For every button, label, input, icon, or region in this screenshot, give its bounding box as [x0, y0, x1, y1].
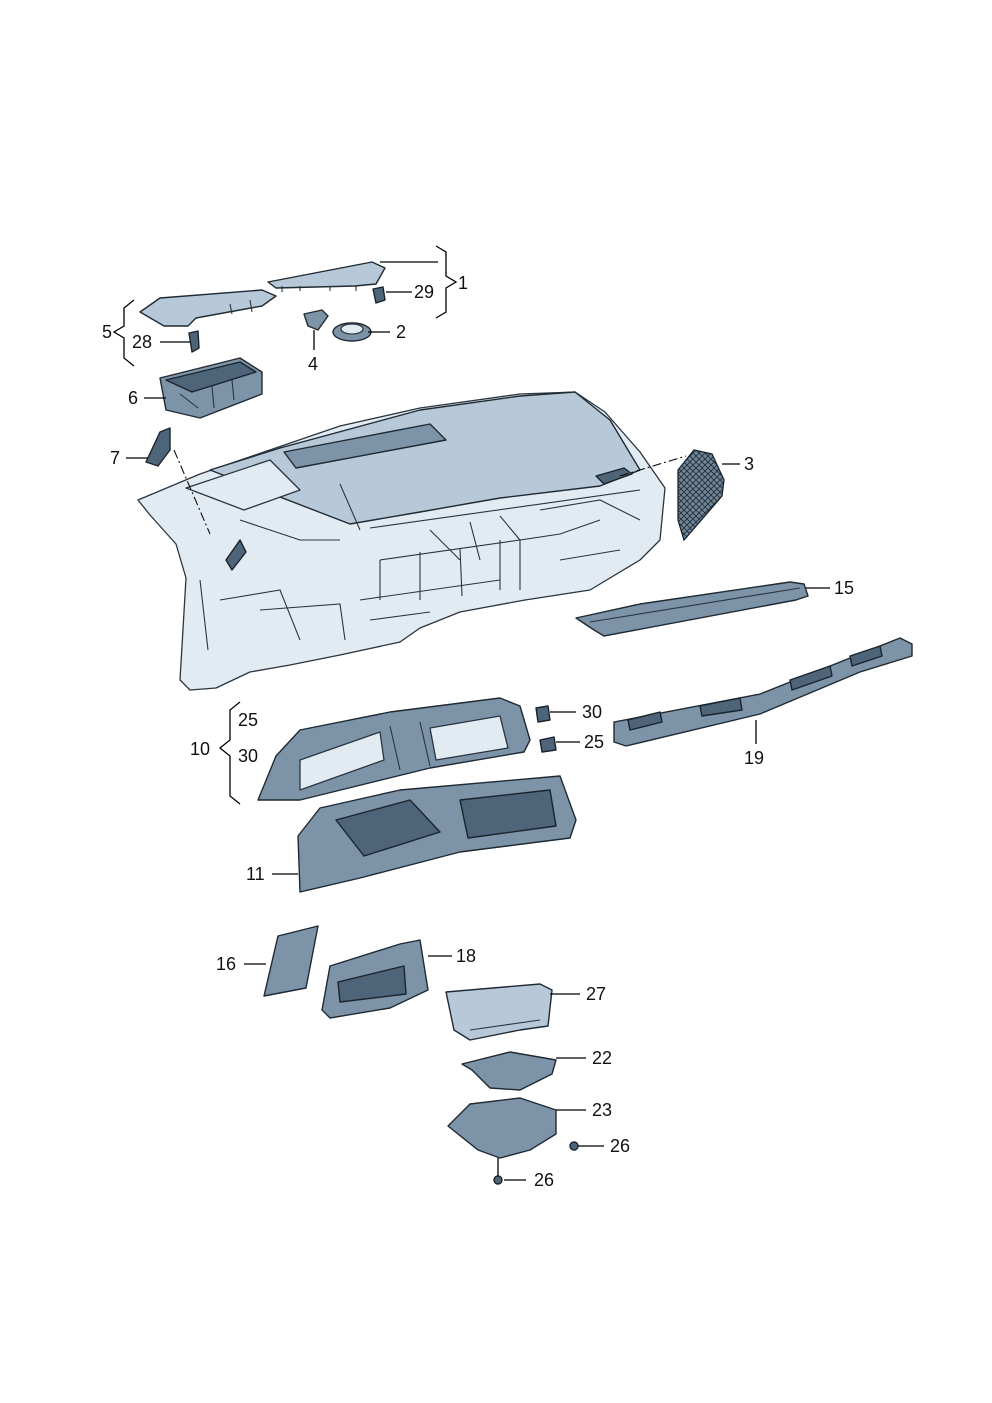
part-18-vent-assembly[interactable] — [321, 939, 429, 1019]
callout-22: 22 — [592, 1048, 612, 1068]
part-4-sensor[interactable] — [303, 309, 329, 331]
part-28-clip[interactable] — [188, 330, 200, 353]
callout-7: 7 — [110, 448, 120, 468]
callout-3: 3 — [744, 454, 754, 474]
part-27-column-cover[interactable] — [445, 983, 553, 1041]
part-11-display-housing[interactable] — [297, 775, 577, 893]
callout-10-sub-25: 25 — [238, 710, 258, 730]
part-1-top-cover[interactable] — [267, 261, 386, 292]
part-10-instrument-frame[interactable] — [257, 697, 531, 801]
part-5-trim-cover[interactable] — [139, 289, 277, 327]
leader-lines — [112, 245, 830, 1181]
part-26-screw-bottom[interactable] — [493, 1158, 503, 1185]
callout-4: 4 — [308, 354, 318, 374]
part-29-clip[interactable] — [372, 286, 386, 304]
part-15-trim-strip[interactable] — [575, 581, 809, 637]
part-3-speaker-grille[interactable] — [677, 449, 725, 542]
callout-1: 1 — [458, 273, 468, 293]
part-2-speaker[interactable] — [332, 322, 372, 342]
callout-10-sub-30: 30 — [238, 746, 258, 766]
callout-27: 27 — [586, 984, 606, 1004]
callout-29: 29 — [414, 282, 434, 302]
part-30-clip[interactable] — [535, 705, 551, 723]
part-23-shroud-lower[interactable] — [447, 1097, 557, 1159]
part-19-decor-panel[interactable] — [613, 637, 913, 747]
callout-26-bottom: 26 — [534, 1170, 554, 1190]
callout-6: 6 — [128, 388, 138, 408]
callout-26-right: 26 — [610, 1136, 630, 1156]
callout-25-right: 25 — [584, 732, 604, 752]
callout-11: 11 — [246, 864, 265, 884]
callout-23: 23 — [592, 1100, 612, 1120]
callout-30-right: 30 — [582, 702, 602, 722]
callout-15: 15 — [834, 578, 854, 598]
dashboard-carrier[interactable] — [137, 391, 666, 691]
callout-28: 28 — [132, 332, 152, 352]
callout-10: 10 — [190, 739, 210, 759]
part-22-shroud-upper[interactable] — [461, 1051, 557, 1091]
part-7-air-vent[interactable] — [145, 427, 171, 467]
part-6-storage-box[interactable] — [159, 357, 263, 419]
callout-2: 2 — [396, 322, 406, 342]
callout-16: 16 — [216, 954, 236, 974]
callout-19: 19 — [744, 748, 764, 768]
part-25-clip[interactable] — [539, 736, 557, 753]
part-16-side-trim[interactable] — [263, 925, 319, 997]
part-26-screw-right[interactable] — [569, 1141, 579, 1151]
callout-18: 18 — [456, 946, 476, 966]
callout-5: 5 — [102, 322, 112, 342]
